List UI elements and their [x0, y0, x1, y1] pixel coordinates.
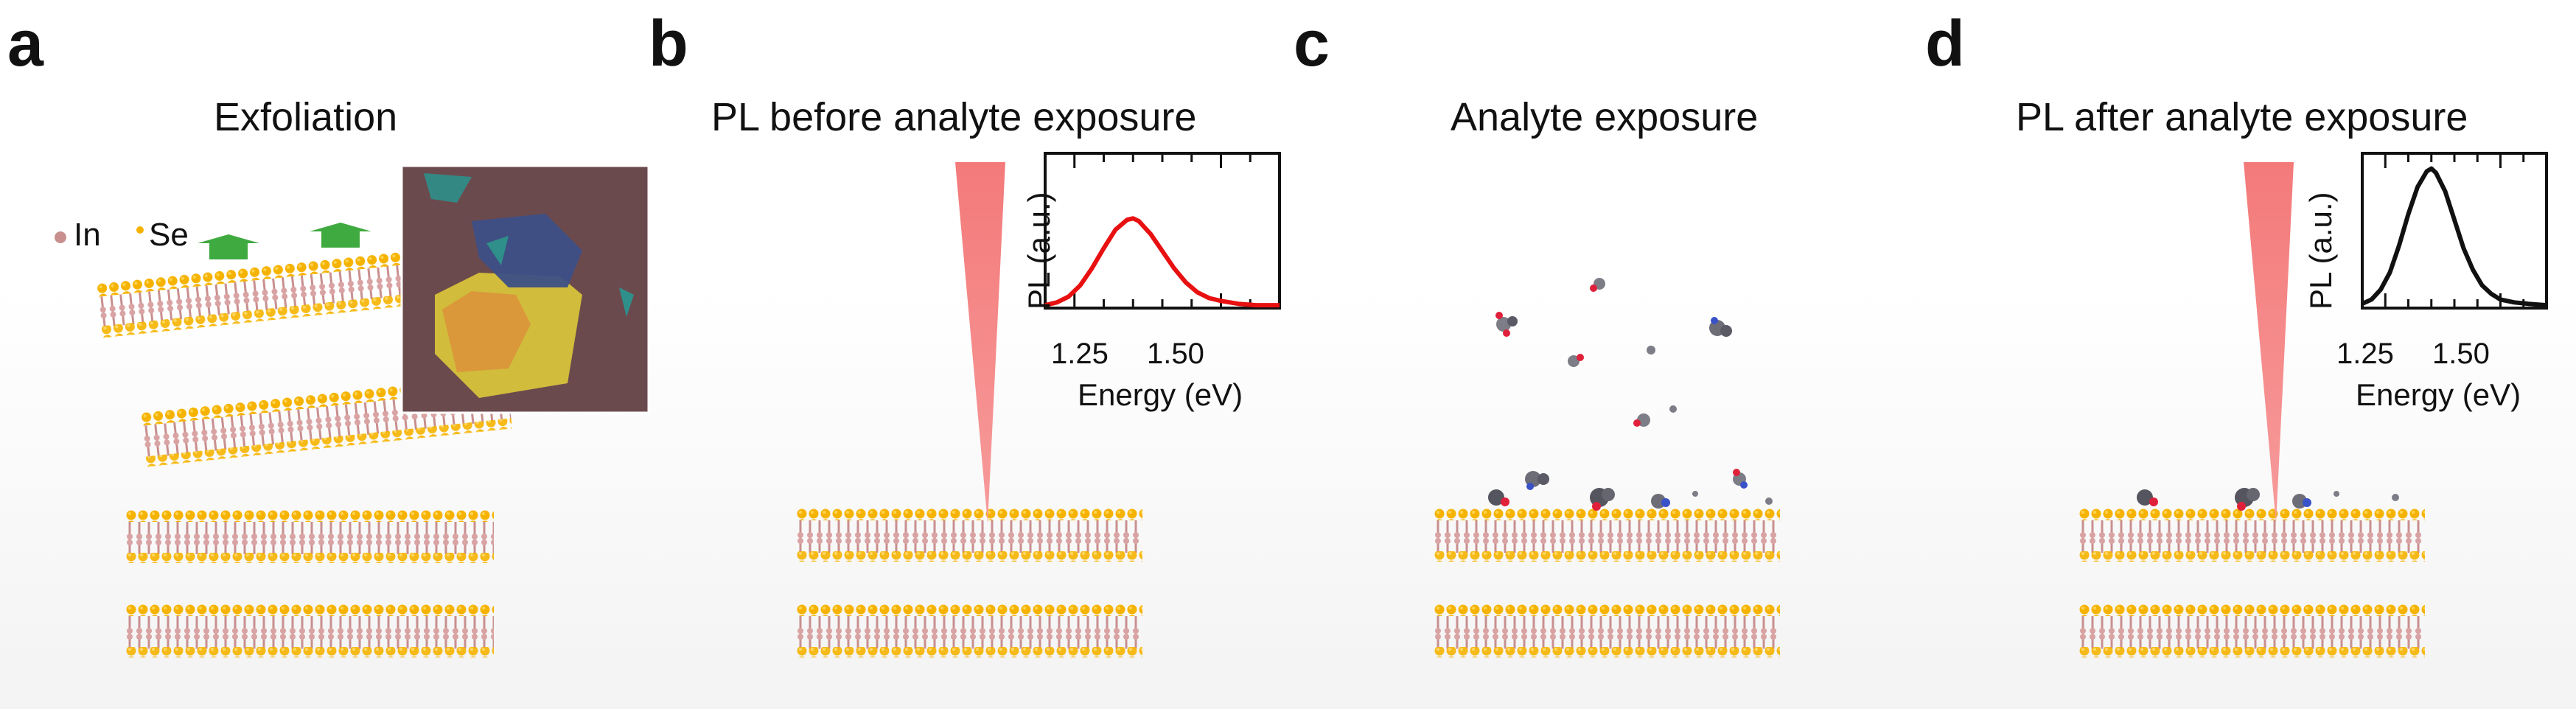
pl-spectrum-line: [2361, 166, 2547, 308]
chart-b-ylabel: PL (a.u.): [1022, 192, 1056, 310]
layer-b-top: [796, 509, 1142, 562]
chart-d-ylabel: PL (a.u.): [2303, 192, 2338, 310]
chart-d-xlabel: Energy (eV): [2356, 377, 2521, 412]
legend-in-label: In: [74, 217, 101, 253]
laser-beam-d: [2244, 162, 2294, 523]
exfoliation-arrow-left: [198, 234, 259, 259]
exfoliation-arrow-right: [310, 223, 371, 248]
panel-letter-d: d: [1925, 7, 1965, 80]
pl-spectrum-line: [1044, 216, 1280, 308]
panel-letter-c: c: [1294, 7, 1330, 80]
legend-in-dot: [55, 231, 66, 243]
panel-letter-b: b: [649, 7, 688, 80]
panel-title-a: Exfoliation: [214, 95, 398, 139]
laser-beam-b: [955, 162, 1005, 523]
panel-letter-a: a: [7, 7, 43, 80]
chart-d-xtick-1: 1.25: [2336, 338, 2394, 370]
legend-se-label: Se: [149, 217, 189, 253]
layer-a-bottom: [125, 604, 494, 657]
legend-se-dot: [136, 226, 144, 234]
panel-title-b: PL before analyte exposure: [711, 95, 1197, 139]
layer-a-top: [96, 243, 483, 338]
layer-d-bottom: [2078, 604, 2425, 657]
layer-b-bottom: [796, 604, 1142, 657]
panel-title-d: PL after analyte exposure: [2016, 95, 2468, 139]
chart-b-xlabel: Energy (eV): [1078, 377, 1243, 412]
analyte-molecules-c: [1488, 278, 1773, 511]
flake-micrograph: [400, 164, 650, 414]
layer-a-third: [125, 510, 494, 563]
chart-b-xtick-2: 1.50: [1147, 338, 1204, 370]
panel-title-c: Analyte exposure: [1451, 95, 1759, 139]
layer-c-top: [1434, 509, 1780, 562]
pl-chart-before: [1044, 152, 1281, 310]
chart-d-xtick-2: 1.50: [2432, 338, 2490, 370]
adsorbed-molecules-d: [2137, 488, 2399, 511]
chart-frame: [2361, 152, 2548, 310]
layer-c-bottom: [1434, 604, 1780, 657]
chart-b-xtick-1: 1.25: [1051, 338, 1109, 370]
pl-chart-after: [2361, 152, 2548, 310]
layer-d-top: [2078, 509, 2425, 562]
